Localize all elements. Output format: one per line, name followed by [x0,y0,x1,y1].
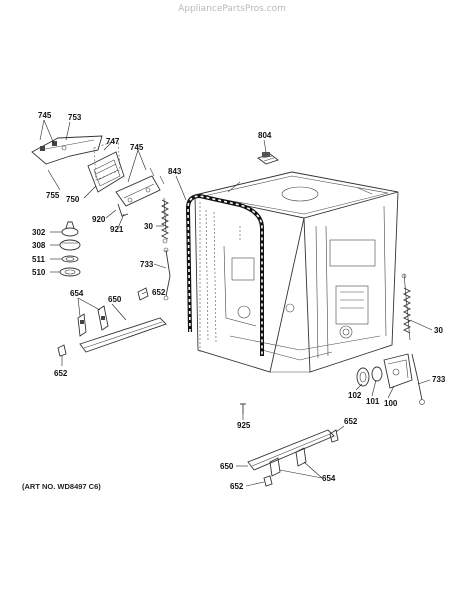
callout-102: 102 [348,391,362,400]
callout-654-bottom: 654 [322,474,336,483]
callout-753: 753 [68,113,82,122]
callout-650-left: 650 [108,295,122,304]
callout-511: 511 [32,255,45,264]
callout-804: 804 [258,131,272,140]
watermark: AppliancePartsPros.com [178,4,286,14]
door-spring-left [160,197,170,244]
callout-30-right: 30 [434,326,443,335]
callout-745: 745 [38,111,52,120]
callout-755: 755 [46,191,60,200]
callout-745-right: 745 [130,143,144,152]
callout-843: 843 [168,167,182,176]
callout-733-right: 733 [432,375,446,384]
callout-308: 308 [32,241,46,250]
callout-650-bottom: 650 [220,462,234,471]
rail-bottom [247,429,339,487]
callout-925: 925 [237,421,251,430]
hinge-bracket-right [115,167,165,217]
vent-assembly [356,353,413,389]
leader-lines [39,119,433,487]
callout-302: 302 [32,228,46,237]
tub-assembly [194,171,399,373]
callout-921: 921 [110,225,124,234]
door-spring-right [401,273,412,341]
drain-stack [59,221,81,277]
callout-30-left: 30 [144,222,153,231]
callout-100: 100 [384,399,398,408]
door-gasket [186,194,264,356]
screw-925 [240,403,246,414]
callout-733-left: 733 [140,260,154,269]
hinge-bracket-left [31,135,103,165]
callout-750: 750 [66,195,80,204]
art-number: (ART NO. WD8497 C6) [22,482,101,491]
callout-101: 101 [366,397,380,406]
door-cable-left [163,247,171,301]
callout-652-bottom-right: 652 [344,417,358,426]
callout-labels: 745 753 747 745 755 750 804 843 30 920 9… [32,111,446,491]
rail-left [57,287,167,357]
callout-654-left: 654 [70,289,84,298]
door-cable-right [411,353,425,405]
callout-652-bottom-left: 652 [230,482,244,491]
callout-920: 920 [92,215,106,224]
part-804 [257,152,279,165]
callout-652-left-top: 652 [152,288,166,297]
callout-747: 747 [106,137,120,146]
callout-652-left-bottom: 652 [54,369,68,378]
callout-510: 510 [32,268,46,277]
control-board-cover [87,139,125,193]
